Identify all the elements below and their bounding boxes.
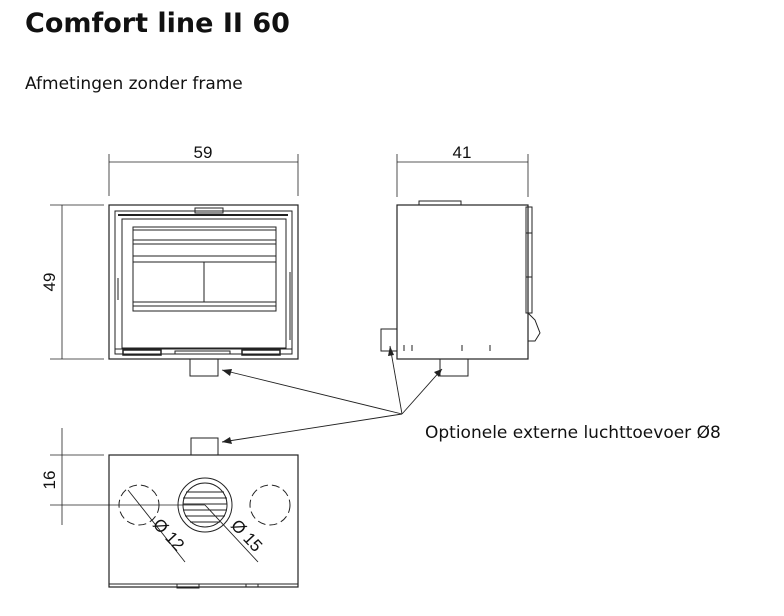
top-offset-dimension xyxy=(50,428,205,525)
hole-diameter-leaders xyxy=(127,489,259,563)
front-height-dimension xyxy=(50,204,104,360)
callout-arrows xyxy=(221,345,443,443)
side-depth-label: 41 xyxy=(453,143,472,162)
side-view xyxy=(380,200,541,377)
top-view xyxy=(108,437,299,589)
front-width-label: 59 xyxy=(194,143,213,162)
callout-arrowheads xyxy=(222,346,442,444)
front-height-label: 49 xyxy=(40,273,59,292)
callout-label: Optionele externe luchttoevoer Ø8 xyxy=(425,423,721,443)
hole-small-label: Ø 12 xyxy=(149,515,188,555)
front-view xyxy=(108,204,299,377)
top-offset-label: 16 xyxy=(40,471,59,490)
side-depth-dimension xyxy=(396,154,529,197)
page-title: Comfort line II 60 xyxy=(25,8,290,39)
front-width-dimension xyxy=(108,154,299,196)
page-subtitle: Afmetingen zonder frame xyxy=(25,74,243,94)
